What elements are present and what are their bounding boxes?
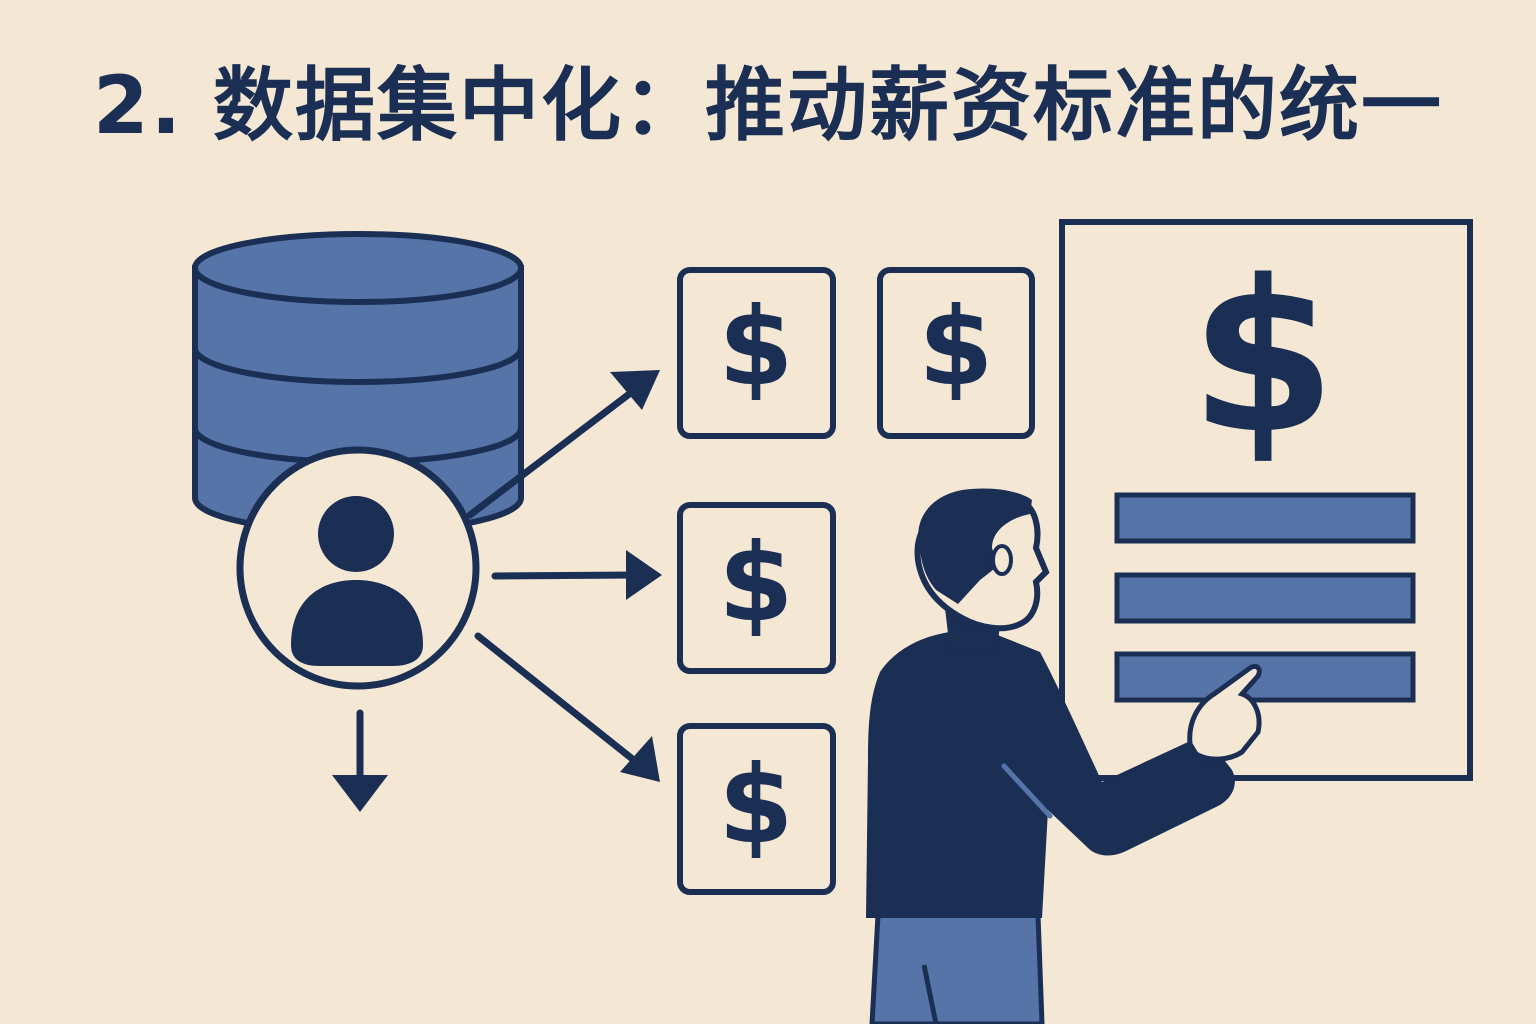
dollar-card-bottom: $ bbox=[677, 723, 836, 895]
dollar-sign: $ bbox=[718, 521, 793, 646]
document-line bbox=[1114, 492, 1416, 544]
presenter-person-figure bbox=[866, 488, 1262, 1024]
dollar-sign: $ bbox=[918, 285, 993, 410]
page-title: 2. 数据集中化：推动薪资标准的统一 bbox=[93, 59, 1443, 152]
arrow-to-middle-card bbox=[491, 550, 662, 600]
arrow-to-bottom-card bbox=[474, 632, 660, 782]
dollar-sign: $ bbox=[718, 743, 793, 868]
arrow-to-top-card bbox=[466, 370, 660, 519]
dollar-card-middle: $ bbox=[677, 502, 836, 674]
document-line bbox=[1114, 572, 1416, 624]
document-dollar-sign: $ bbox=[1190, 235, 1336, 480]
dollar-sign: $ bbox=[718, 285, 793, 410]
dollar-card-top-left: $ bbox=[677, 267, 836, 439]
arrow-down bbox=[332, 709, 388, 812]
salary-document-icon: $ bbox=[1059, 219, 1473, 781]
dollar-card-top-right: $ bbox=[877, 267, 1035, 439]
document-line bbox=[1114, 651, 1416, 703]
user-avatar-icon bbox=[236, 446, 480, 690]
